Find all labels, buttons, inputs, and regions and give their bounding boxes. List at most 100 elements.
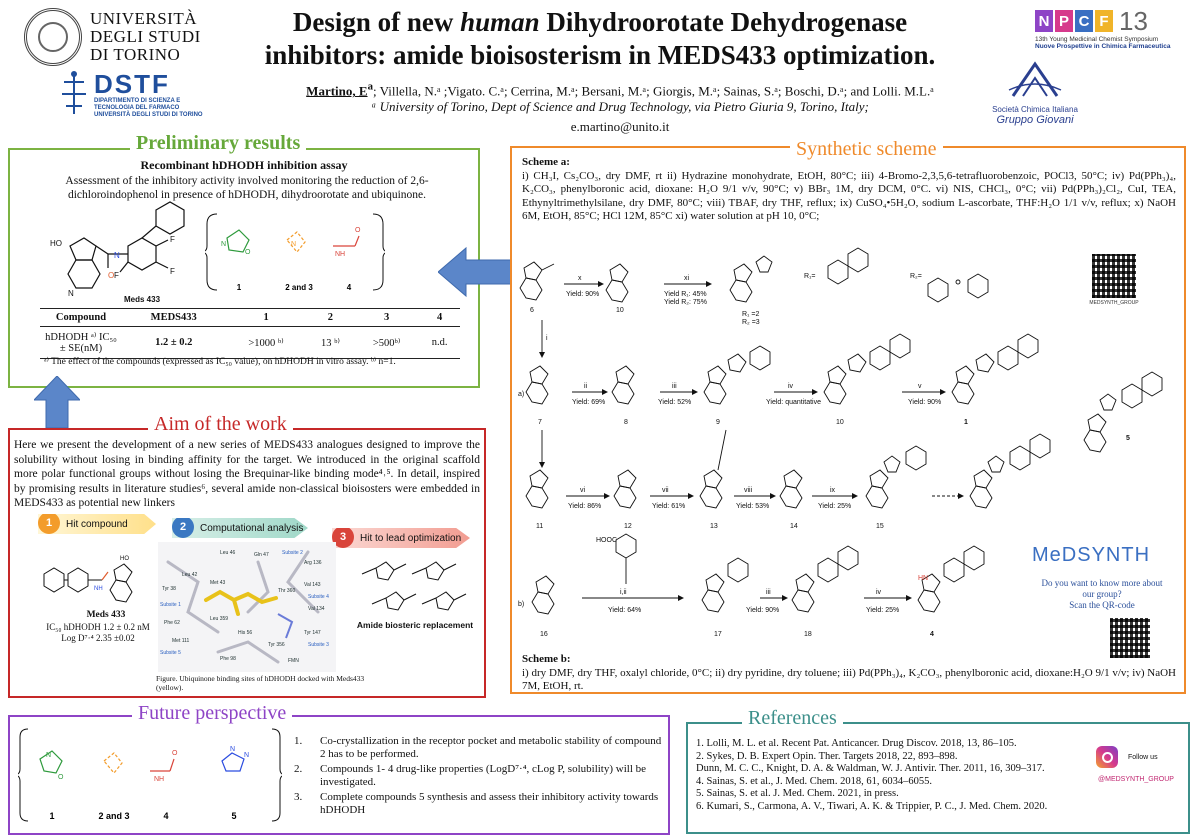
step-label: Computational analysis (200, 522, 304, 534)
svg-text:i,ii: i,ii (620, 589, 627, 596)
npcf-logo: N P C F 13 13th Young Medicinal Chemist … (1035, 8, 1195, 60)
svg-text:Yield: 90%: Yield: 90% (746, 607, 779, 614)
author-list: Martino, Ea; Villella, N.ᵃ ;Vigato. C.ᵃ;… (306, 81, 934, 99)
dstf-acronym: DSTF (94, 69, 170, 99)
svg-text:R₂ =3: R₂ =3 (742, 319, 760, 326)
svg-text:x: x (578, 275, 582, 282)
svg-text:Yield: 90%: Yield: 90% (566, 291, 599, 298)
scheme-b-text: Scheme b: i) dry DMF, dry THF, oxalyl ch… (522, 653, 1176, 692)
table-cell: >1000 ᵇ⁾ (225, 326, 307, 359)
hit-compound-structure: NH HO (43, 556, 133, 603)
svg-text:R₁=: R₁= (804, 273, 816, 280)
npcf-letter: F (1095, 10, 1113, 32)
svg-text:ii: ii (584, 383, 588, 390)
svg-text:Yield: 61%: Yield: 61% (652, 503, 685, 510)
svg-text:Subsite 3: Subsite 3 (308, 642, 329, 648)
svg-text:Gln 47: Gln 47 (254, 552, 269, 558)
qr-code-icon[interactable] (1092, 254, 1136, 298)
list-item: Dunn, M. C. C., Knight, D. A. & Waldman,… (696, 763, 1045, 775)
svg-text:1: 1 (237, 283, 242, 292)
instagram-icon[interactable] (1096, 746, 1118, 768)
svg-text:Yield: 64%: Yield: 64% (608, 607, 641, 614)
hit-compound-name: Meds 433 (86, 610, 126, 620)
svg-text:R₁ =2: R₁ =2 (742, 311, 759, 318)
svg-text:NH: NH (335, 251, 345, 258)
dstf-department-name: DIPARTIMENTO DI SCIENZA E TECNOLOGIA DEL… (94, 98, 203, 118)
svg-text:12: 12 (624, 523, 632, 530)
table-header: MEDS433 (122, 308, 226, 327)
svg-text:F: F (170, 267, 175, 276)
sci-line2: Gruppo Giovani (996, 114, 1074, 126)
svg-text:4: 4 (347, 283, 352, 292)
poster-title: Design of new human Dihydroorotate Dehyd… (264, 7, 936, 70)
step-number: 2 (172, 518, 194, 538)
inhibition-table: Compound MEDS433 1 2 3 4 hDHODH ᵃ⁾ IC₅₀ … (40, 308, 460, 359)
left-arrow-icon (438, 246, 518, 298)
list-item: 4. Sainas, S. et al., J. Med. Chem. 2018… (696, 775, 932, 787)
hit-compound-logd: Log D⁷·⁴ 2.35 ±0.02 (61, 633, 135, 643)
assay-description: Assessment of the inhibitory activity in… (65, 175, 429, 201)
svg-text:5: 5 (1126, 435, 1130, 442)
table-header: 3 (354, 308, 420, 327)
sci-mark-icon (1008, 61, 1062, 97)
university-name: UNIVERSITÀ DEGLI STUDI DI TORINO (90, 9, 201, 64)
aim-panel: Here we present the development of a new… (8, 428, 486, 698)
svg-text:Subsite 4: Subsite 4 (308, 594, 329, 600)
replacement-label: Amide biosteric replacement (356, 620, 474, 630)
svg-text:N: N (114, 251, 120, 260)
list-item: 1.Co-crystallization in the receptor poc… (294, 735, 662, 760)
svg-text:15: 15 (876, 523, 884, 530)
svg-text:Yield: quantitative: Yield: quantitative (766, 399, 821, 406)
university-seal-icon (24, 8, 82, 66)
svg-text:HO: HO (120, 556, 129, 562)
svg-text:Subsite 2: Subsite 2 (282, 550, 303, 556)
svg-text:Thr 360: Thr 360 (278, 588, 295, 594)
step-hit-compound: 1 Hit compound (38, 514, 156, 534)
step-hit-to-lead: 3 Hit to lead optimization (332, 528, 470, 548)
svg-text:Yield: 90%: Yield: 90% (908, 399, 941, 406)
npcf-subtitle: 13th Young Medicinal Chemist Symposium (1035, 36, 1159, 43)
svg-text:6: 6 (530, 307, 534, 314)
table-cell: >500ᵇ⁾ (354, 326, 420, 359)
svg-text:Yield R₁: 45%: Yield R₁: 45% (664, 291, 707, 298)
table-header-row: Compound MEDS433 1 2 3 4 (40, 308, 460, 327)
svg-text:18: 18 (804, 631, 812, 638)
sci-giovani-logo: Società Chimica Italiana Gruppo Giovani (975, 60, 1095, 140)
svg-text:NH: NH (154, 776, 164, 783)
step-number: 1 (38, 514, 60, 534)
svg-text:Yield: 86%: Yield: 86% (568, 503, 601, 510)
svg-text:16: 16 (540, 631, 548, 638)
meds433-structure: O N F F F HO N Meds 433 (50, 201, 185, 304)
contact-email: e.martino@unito.it (570, 119, 670, 134)
qr-code-icon[interactable] (1110, 618, 1150, 658)
list-item: 2.Compounds 1- 4 drug-like properties (L… (294, 763, 647, 788)
svg-text:N: N (291, 241, 296, 248)
follow-us-label: Follow us (1128, 754, 1158, 761)
references-panel: 1. Lolli, M. L. et al. Recent Pat. Antic… (686, 722, 1190, 834)
svg-text:a): a) (518, 391, 524, 398)
references-title: References (742, 707, 843, 730)
svg-text:10: 10 (836, 419, 844, 426)
table-header: 2 (306, 308, 355, 327)
hit-compound-ic50: IC₅₀ hDHODH 1.2 ± 0.2 nM (46, 622, 150, 632)
reaction-scheme: x Yield: 90% xi Yield R₁: 45% Yield R₂: … (518, 247, 1163, 638)
aim-title: Aim of the work (148, 413, 293, 436)
svg-text:13: 13 (710, 523, 718, 530)
preliminary-results-title: Preliminary results (130, 132, 307, 155)
svg-text:Yield: 53%: Yield: 53% (736, 503, 769, 510)
medsynth-question: Do you want to know more about our group… (1041, 578, 1163, 610)
svg-text:Yield: 69%: Yield: 69% (572, 399, 605, 406)
instagram-handle[interactable]: @MEDSYNTH_GROUP (1098, 776, 1174, 783)
docking-figure: Leu 42 Leu 46 Tyr 38 Met 43 Gln 47 Subsi… (158, 542, 336, 672)
svg-text:1: 1 (964, 419, 968, 426)
svg-text:8: 8 (624, 419, 628, 426)
svg-text:Val 134: Val 134 (308, 606, 325, 612)
future-perspective-title: Future perspective (132, 702, 293, 725)
svg-text:4: 4 (163, 811, 168, 821)
svg-text:2 and 3: 2 and 3 (98, 811, 129, 821)
step-label: Hit to lead optimization (360, 532, 462, 544)
svg-text:N: N (244, 752, 249, 759)
svg-text:4: 4 (930, 631, 934, 638)
svg-text:FMN: FMN (288, 658, 299, 664)
svg-text:v: v (918, 383, 922, 390)
